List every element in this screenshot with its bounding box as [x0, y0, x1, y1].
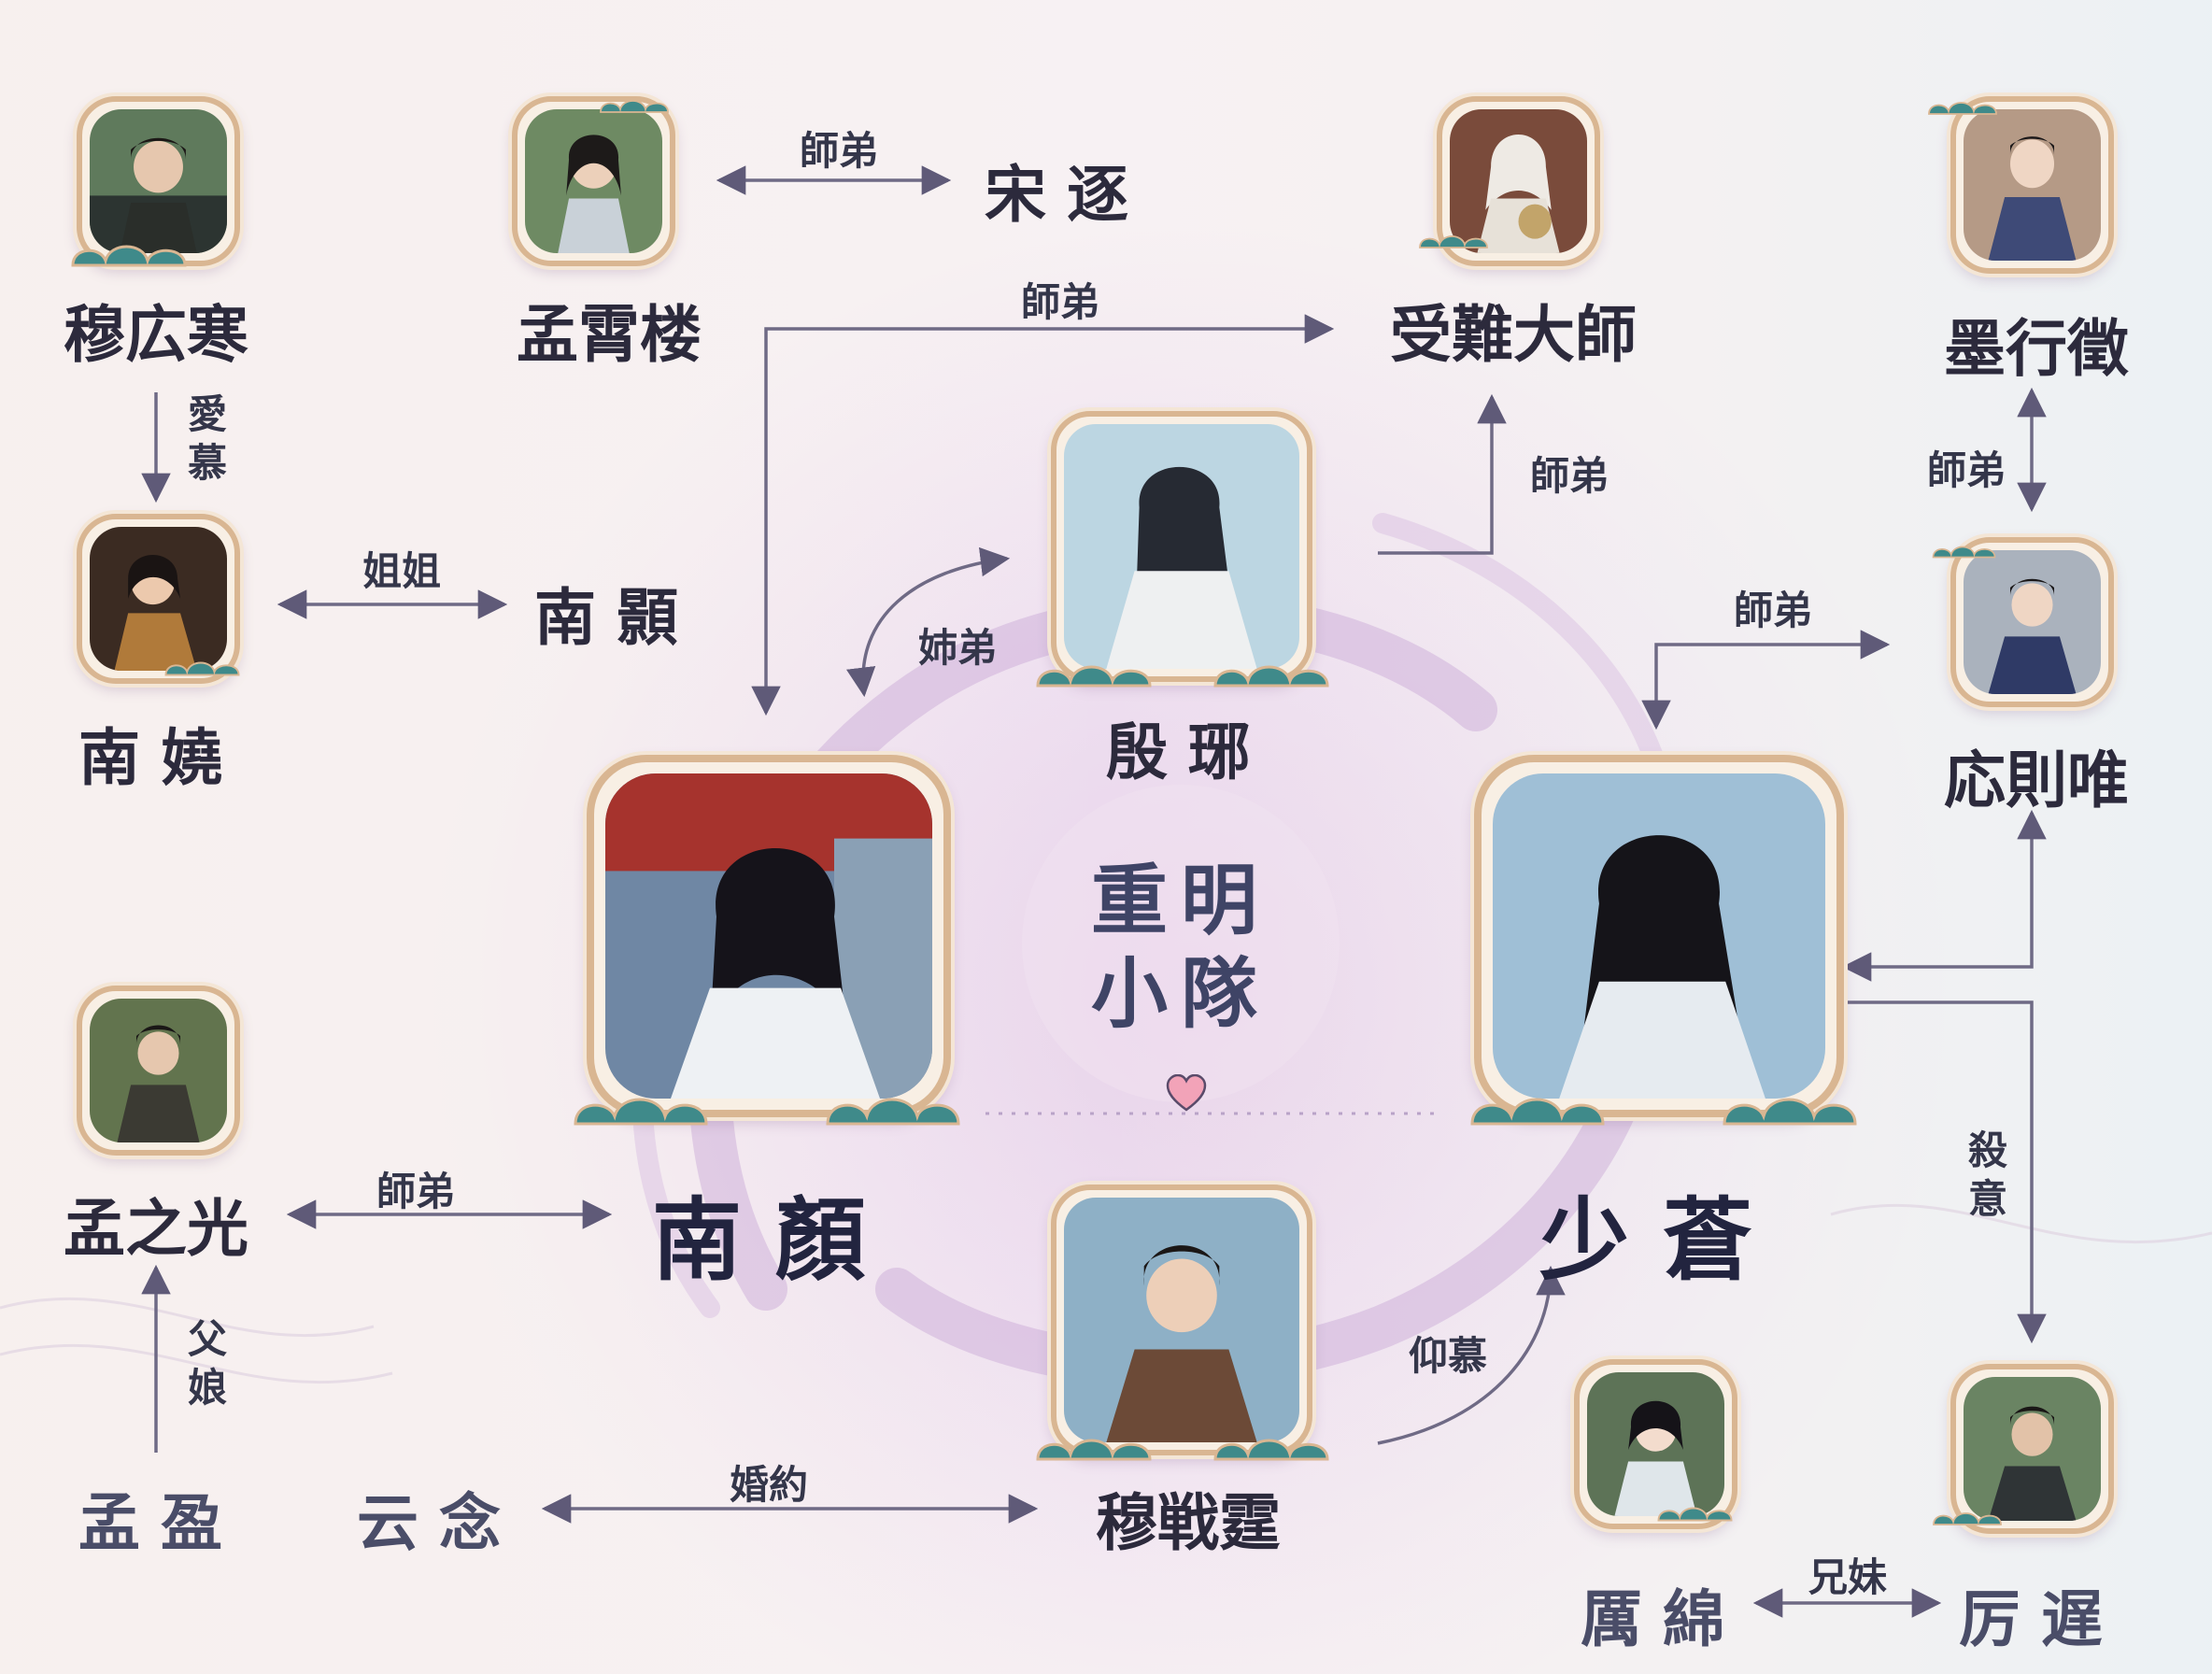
name-nan-yan: 南顏: [652, 1188, 899, 1293]
portrait-li-chi: [1933, 1364, 2114, 1534]
name-yin-nuo: 殷琊: [1106, 716, 1270, 788]
name-nan-xian: 南顥: [534, 582, 699, 654]
rel-zidi: 姉弟: [917, 625, 998, 671]
name-meng-ying: 孟盈: [78, 1487, 243, 1559]
rel-shidi-shounan: 師弟: [1020, 279, 1100, 325]
cloud-ornament-icon: [1657, 1507, 1733, 1522]
portrait-ying-zewei: [1932, 537, 2114, 707]
team-title-line1: 重明: [1090, 857, 1271, 945]
name-shounan: 受難大師: [1390, 299, 1637, 371]
rel-shidi-meng: 師弟: [376, 1169, 456, 1214]
name-meng-zhiguang: 孟之光: [64, 1193, 248, 1265]
heart-icon: [1166, 1074, 1207, 1112]
rel-shidi-yin: 師弟: [1529, 453, 1609, 499]
cloud-ornament-icon: [1419, 235, 1488, 248]
portrait-nan-yao: [77, 514, 240, 684]
portrait-li-mian: [1574, 1359, 1737, 1529]
rel-shayi: 殺意: [1967, 1128, 2007, 1222]
portrait-mo-xinghui: [1928, 96, 2114, 274]
rel-shidi-mo: 師弟: [1926, 447, 2006, 493]
portrait-shounan: [1419, 96, 1600, 266]
team-title-line2: 小隊: [1090, 950, 1271, 1039]
portrait-mu-guanghan: [71, 96, 240, 267]
portrait-meng-zhiguang: [77, 986, 240, 1156]
cloud-ornament-icon: [164, 661, 240, 676]
rel-hunyue: 婚約: [729, 1462, 809, 1508]
portrait-nan-yan: [574, 755, 960, 1126]
name-nan-yao: 南嬈: [78, 722, 243, 794]
name-li-chi: 厉遅: [1959, 1583, 2123, 1655]
portrait-mu-zhanting: [1036, 1185, 1329, 1461]
cloud-ornament-icon: [1470, 1098, 1857, 1126]
name-mu-zhanting: 穆戦霆: [1096, 1487, 1281, 1559]
rel-aimu: 愛慕: [187, 391, 227, 486]
name-mu-guanghan: 穆広寒: [64, 299, 248, 371]
name-ying-zewei: 応則唯: [1944, 745, 2129, 816]
rel-xiongmei: 兄妹: [1808, 1554, 1888, 1600]
cloud-ornament-icon: [1933, 1512, 2002, 1525]
rel-jiejie: 姐姐: [362, 548, 442, 594]
name-meng-xiaolou: 孟霄楼: [517, 299, 702, 371]
rel-fuqin: 父娘: [187, 1316, 227, 1411]
name-shao-cang: 少蒼: [1539, 1188, 1786, 1293]
name-song-zhu: 宋逐: [985, 159, 1149, 231]
portrait-yin-nuo: [1036, 411, 1329, 688]
team-title: 重明 小隊: [1091, 855, 1270, 1042]
cloud-ornament-icon: [1928, 102, 1997, 115]
rel-yangmu: 仰慕: [1408, 1333, 1488, 1379]
name-li-mian: 厲綿: [1581, 1583, 1745, 1655]
cloud-ornament-icon: [1036, 665, 1329, 688]
cloud-ornament-icon: [600, 100, 669, 113]
rel-shidi-song: 師弟: [799, 128, 879, 174]
portrait-meng-xiaolou: [512, 96, 675, 266]
cloud-ornament-icon: [71, 245, 187, 267]
cloud-ornament-icon: [1036, 1439, 1329, 1461]
cloud-ornament-icon: [1932, 546, 1996, 559]
rel-shidi-ying: 師弟: [1733, 588, 1813, 633]
name-yun-nian: 云念: [357, 1487, 521, 1559]
portrait-shao-cang: [1470, 755, 1857, 1126]
name-mo-xinghui: 墨行徵: [1944, 313, 2129, 385]
cloud-ornament-icon: [574, 1098, 960, 1126]
